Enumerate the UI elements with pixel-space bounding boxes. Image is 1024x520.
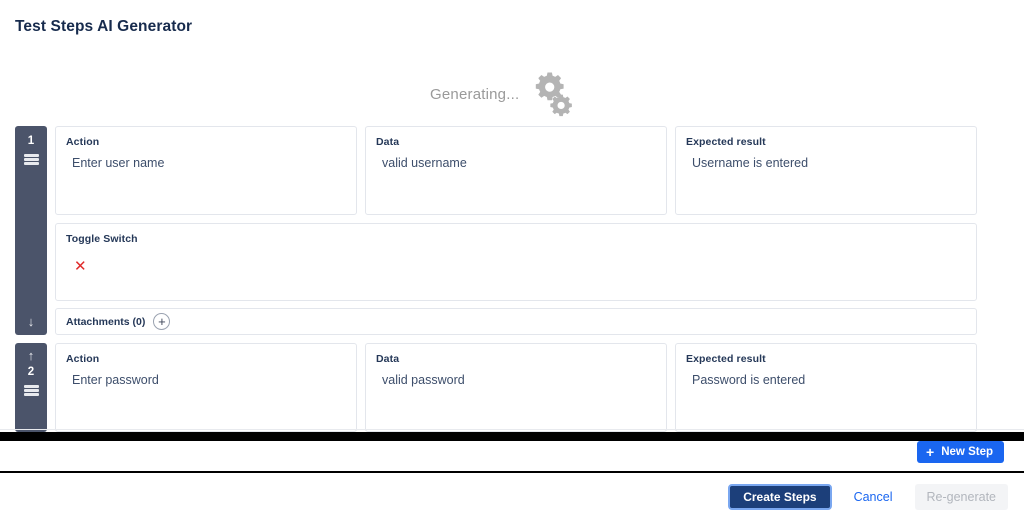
re-generate-button[interactable]: Re-generate <box>914 483 1008 510</box>
data-value: valid password <box>382 373 465 387</box>
step-handle-2[interactable]: ↑ 2 <box>15 343 47 432</box>
divider-band-top <box>0 432 1024 441</box>
new-step-bar <box>0 441 1024 471</box>
steps-list: 1 ↓ Action Enter user name Data valid us… <box>0 126 1024 432</box>
action-label: Action <box>66 136 100 148</box>
expected-result-card[interactable]: Expected result Password is entered <box>675 343 977 432</box>
red-x-icon[interactable]: ✕ <box>74 258 87 275</box>
toggle-switch-card[interactable]: Toggle Switch ✕ <box>55 223 977 301</box>
arrow-down-icon[interactable]: ↓ <box>27 314 35 329</box>
step-number: 1 <box>27 135 35 147</box>
data-label: Data <box>376 136 400 148</box>
arrow-up-icon[interactable]: ↑ <box>27 348 35 363</box>
page-title: Test Steps AI Generator <box>15 18 193 35</box>
new-step-label: New Step <box>941 446 993 458</box>
table-row: ↑ 2 Action Enter password Data valid pas… <box>0 343 1024 432</box>
drag-handle-icon[interactable] <box>23 154 39 165</box>
expected-result-label: Expected result <box>686 353 766 365</box>
step-row: 1 ↓ Action Enter user name Data valid us… <box>0 126 1024 335</box>
step-field-row: Action Enter password Data valid passwor… <box>47 343 1024 432</box>
toggle-switch-row: Toggle Switch ✕ <box>47 223 1024 301</box>
expected-result-label: Expected result <box>686 136 766 148</box>
step-cards: Action Enter password Data valid passwor… <box>47 343 1024 432</box>
attachments-row: Attachments (0) + <box>47 308 1024 335</box>
step-field-row: Action Enter user name Data valid userna… <box>47 126 1024 215</box>
attachments-card: Attachments (0) + <box>55 308 977 335</box>
data-label: Data <box>376 353 400 365</box>
expected-result-card[interactable]: Expected result Username is entered <box>675 126 977 215</box>
gears-icon <box>525 68 577 120</box>
add-attachment-plus-icon[interactable]: + <box>153 313 171 330</box>
attachments-label: Attachments (0) <box>66 315 146 328</box>
action-value: Enter password <box>72 373 159 387</box>
step-number: 2 <box>27 366 35 378</box>
action-label: Action <box>66 353 100 365</box>
data-card[interactable]: Data valid username <box>365 126 667 215</box>
expected-result-value: Password is entered <box>692 373 806 387</box>
toggle-switch-label: Toggle Switch <box>66 233 138 245</box>
scroll-divider <box>0 429 1024 430</box>
expected-result-value: Username is entered <box>692 156 809 170</box>
cancel-button[interactable]: Cancel <box>848 490 899 504</box>
action-value: Enter user name <box>72 156 165 170</box>
new-step-button[interactable]: + New Step <box>917 441 1004 463</box>
divider-band-bottom <box>0 471 1024 473</box>
generating-label: Generating... <box>430 85 520 103</box>
action-card[interactable]: Action Enter user name <box>55 126 357 215</box>
data-value: valid username <box>382 156 467 170</box>
data-card[interactable]: Data valid password <box>365 343 667 432</box>
step-handle-1[interactable]: 1 ↓ <box>15 126 47 335</box>
generating-status: Generating... <box>430 68 577 120</box>
action-card[interactable]: Action Enter password <box>55 343 357 432</box>
create-steps-button[interactable]: Create Steps <box>728 483 832 510</box>
footer-actions: Create Steps Cancel Re-generate <box>0 473 1024 520</box>
drag-handle-icon[interactable] <box>23 385 39 396</box>
step-cards: Action Enter user name Data valid userna… <box>47 126 1024 335</box>
plus-icon: + <box>926 444 935 460</box>
step-gap <box>0 335 1024 343</box>
